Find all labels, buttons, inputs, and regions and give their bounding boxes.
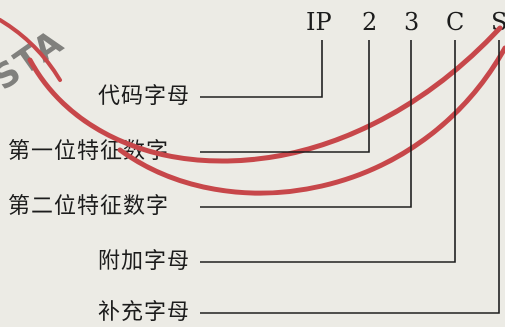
connector-additional-letter [200, 40, 456, 263]
connector-second-digit [200, 40, 412, 208]
connector-ip [200, 40, 323, 98]
code-second-digit: 3 [404, 8, 420, 36]
label-additional-letter: 附加字母 [98, 249, 191, 274]
code-additional-letter: C [446, 8, 465, 36]
label-second-digit: 第二位特征数字 [8, 194, 170, 219]
stamp-arc-outer [27, 25, 503, 164]
label-supplementary-letter: 补充字母 [98, 300, 191, 325]
stamp-arc-inner [117, 45, 505, 196]
connector-first-digit [200, 40, 370, 153]
code-ip: IP [306, 8, 332, 36]
stamp-arc-left-fragment [0, 18, 62, 82]
label-code-letters: 代码字母 [98, 84, 191, 109]
code-first-digit: 2 [362, 8, 378, 36]
connector-supplementary-letter [200, 40, 500, 314]
